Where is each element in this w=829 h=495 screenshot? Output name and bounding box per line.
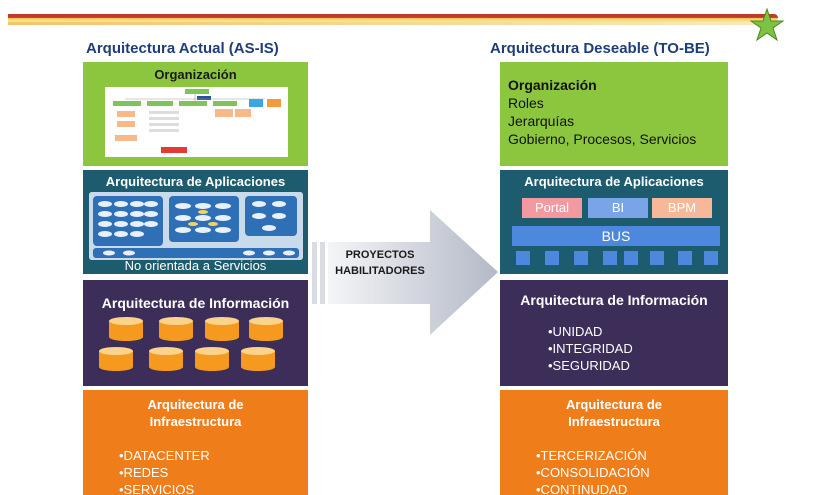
as-is-title: Arquitectura Actual (AS-IS) xyxy=(86,40,279,57)
bus-node xyxy=(678,251,692,265)
bus-node xyxy=(603,251,617,265)
to-be-organizacion-title: Organización xyxy=(508,77,597,93)
to-be-infraestructura-list: •TERCERIZACIÓN •CONSOLIDACIÓN •CONTINUDA… xyxy=(536,447,650,495)
as-is-infraestructura-title-line2: Infraestructura xyxy=(149,414,242,429)
bus-node xyxy=(704,251,718,265)
list-item: •DATACENTER xyxy=(119,448,210,463)
database-icon xyxy=(241,347,275,371)
list-item: Jerarquías xyxy=(508,113,575,129)
bus-node xyxy=(545,251,559,265)
bus-bar: BUS xyxy=(512,226,720,246)
bus-node xyxy=(574,251,588,265)
as-is-aplicaciones-caption: No orientada a Servicios xyxy=(124,258,267,273)
bpm-module: BPM xyxy=(652,198,712,218)
list-item: Roles xyxy=(508,95,544,111)
list-item: •CONSOLIDACIÓN xyxy=(536,465,650,480)
to-be-aplicaciones-title: Arquitectura de Aplicaciones xyxy=(524,174,704,189)
to-be-title: Arquitectura Deseable (TO-BE) xyxy=(490,40,710,57)
to-be-informacion-list: •UNIDAD •INTEGRIDAD •SEGURIDAD xyxy=(548,323,633,374)
star-icon xyxy=(750,8,784,42)
database-icon xyxy=(195,347,229,371)
arrow-label-line2: HABILITADORES xyxy=(335,265,425,277)
as-is-organizacion-box: Organización xyxy=(83,62,308,166)
list-item: •UNIDAD xyxy=(548,324,603,339)
to-be-organizacion-box: Organización Roles Jerarquías Gobierno, … xyxy=(500,62,728,166)
bus-node xyxy=(516,251,530,265)
as-is-informacion-title: Arquitectura de Información xyxy=(101,295,290,311)
to-be-aplicaciones-box: Arquitectura de Aplicaciones Portal BI B… xyxy=(500,170,728,274)
database-icon xyxy=(99,347,133,371)
applications-diagram-image xyxy=(89,192,303,260)
to-be-infraestructura-title-line2: Infraestructura xyxy=(568,414,660,429)
to-be-infraestructura-title: Arquitectura de Infraestructura xyxy=(500,396,728,430)
header-rule-accent xyxy=(8,22,768,25)
list-item: •INTEGRIDAD xyxy=(548,341,633,356)
as-is-aplicaciones-box: Arquitectura de Aplicaciones No orientad… xyxy=(83,170,308,274)
transition-arrow xyxy=(312,210,498,335)
to-be-informacion-box: Arquitectura de Información •UNIDAD •INT… xyxy=(500,280,728,386)
as-is-infraestructura-title: Arquitectura de Infraestructura xyxy=(83,396,308,430)
list-item: •SEGURIDAD xyxy=(548,358,630,373)
list-item: •CONTINUDAD xyxy=(536,482,628,495)
to-be-infraestructura-box: Arquitectura de Infraestructura •TERCERI… xyxy=(500,390,728,495)
as-is-informacion-box: Arquitectura de Información xyxy=(83,280,308,386)
as-is-infraestructura-box: Arquitectura de Infraestructura •DATACEN… xyxy=(83,390,308,495)
database-icon xyxy=(249,317,283,341)
as-is-infraestructura-list: •DATACENTER •REDES •SERVICIOS xyxy=(119,447,210,495)
as-is-infraestructura-title-line1: Arquitectura de xyxy=(147,397,244,412)
bus-node xyxy=(624,251,638,265)
as-is-organizacion-title: Organización xyxy=(154,67,237,82)
as-is-aplicaciones-title: Arquitectura de Aplicaciones xyxy=(105,174,286,189)
to-be-infraestructura-title-line1: Arquitectura de xyxy=(565,397,663,412)
to-be-informacion-title: Arquitectura de Información xyxy=(520,292,708,308)
org-chart-image xyxy=(105,87,288,157)
list-item: •SERVICIOS xyxy=(119,482,195,495)
proyectos-habilitadores-label: PROYECTOS HABILITADORES xyxy=(330,247,430,279)
portal-module: Portal xyxy=(522,198,582,218)
database-icon xyxy=(109,317,143,341)
database-icon xyxy=(205,317,239,341)
header-rule xyxy=(8,14,778,22)
list-item: •REDES xyxy=(119,465,169,480)
list-item: Gobierno, Procesos, Servicios xyxy=(508,131,697,147)
bi-module: BI xyxy=(588,198,648,218)
bus-node xyxy=(650,251,664,265)
database-icon xyxy=(149,347,183,371)
list-item: •TERCERIZACIÓN xyxy=(536,448,647,463)
database-icon xyxy=(159,317,193,341)
arrow-label-line1: PROYECTOS xyxy=(345,249,415,261)
